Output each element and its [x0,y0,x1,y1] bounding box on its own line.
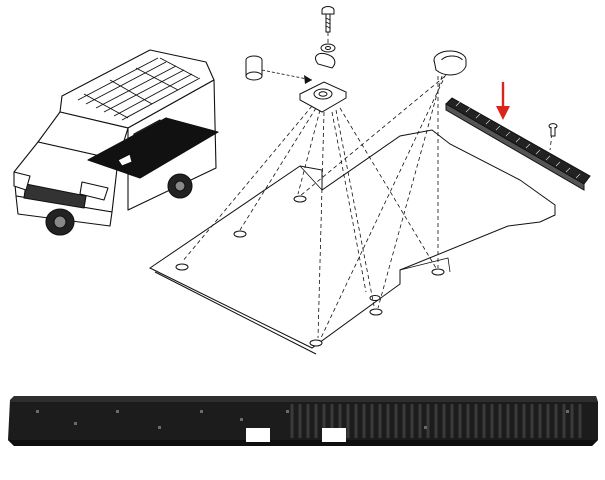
floor-slot [293,195,307,203]
cargo-floor-panel [149,129,556,355]
sill-guard-cutout-left [246,428,270,442]
floor-grommet [433,50,467,76]
tie-down-ring-with-bracket [298,53,348,113]
sill-guard-cutout-right [322,428,346,442]
floor-slot [369,295,381,301]
floor-slot [431,268,445,276]
rear-step-sill-guard [8,396,598,446]
screw [321,6,335,33]
floor-slot [309,339,323,347]
washer [320,43,336,53]
highlight-arrow [496,82,510,120]
floor-slot [233,230,247,238]
spacer-bushing [245,55,263,81]
roof-rack [77,57,201,121]
trim-fastener [548,123,558,137]
floor-slot [175,263,189,271]
floor-slot [369,308,383,316]
sill-guard-clip-holes [36,410,569,429]
van-headlight-right [79,181,109,201]
van-headlight-left [13,171,31,191]
van-grille [23,183,87,209]
van-illustration [13,49,219,236]
spacer-arrowhead [304,75,312,84]
sill-guard-ribs [290,404,582,438]
trim-ribs [455,101,581,179]
assembly-lines [181,32,553,341]
rear-step-trim-strip [445,97,591,191]
